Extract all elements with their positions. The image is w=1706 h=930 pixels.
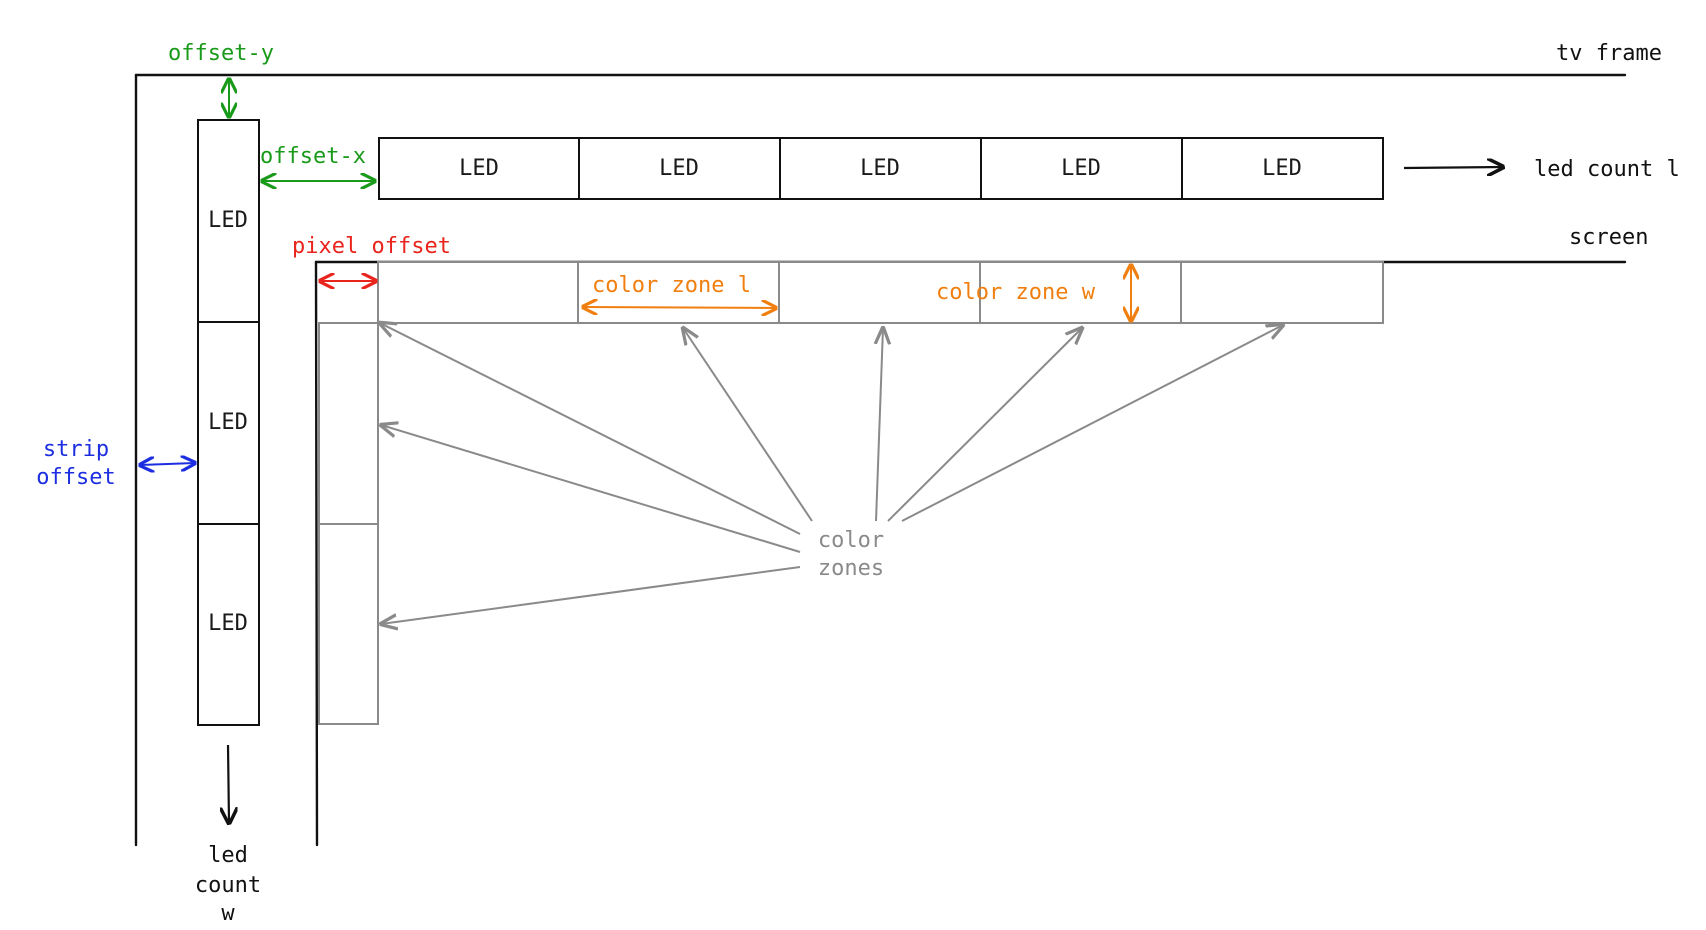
color-zone: [377, 261, 579, 324]
led-cell: LED: [197, 119, 260, 323]
led-cell: LED: [1181, 137, 1384, 200]
led-label: LED: [459, 156, 499, 181]
led-count-w-label-line3: w: [221, 901, 235, 926]
color-zone-l-arrow: [583, 307, 776, 308]
led-cell: LED: [378, 137, 580, 200]
color-zone: [1180, 261, 1384, 324]
offset-y-label: offset-y: [168, 41, 274, 66]
color-zones-label-line2: zones: [818, 556, 884, 581]
side-led-strip: LED LED LED: [197, 119, 260, 726]
tv-frame: [134, 73, 1627, 847]
led-cell: LED: [197, 321, 260, 525]
strip-offset-arrow: [140, 463, 195, 465]
strip-offset-label-line2: offset: [36, 465, 115, 490]
screen-border: [314, 260, 1627, 847]
led-count-w-label-line2: count: [195, 873, 261, 898]
led-label: LED: [208, 208, 248, 233]
pixel-offset-label: pixel offset: [292, 234, 451, 259]
led-label: LED: [208, 611, 248, 636]
led-cell: LED: [578, 137, 781, 200]
led-count-w-arrow: [228, 744, 229, 823]
color-zone-l-label: color zone l: [592, 273, 751, 298]
led-label: LED: [1061, 156, 1101, 181]
top-color-zones: [377, 261, 1384, 324]
led-count-w-label-line1: led: [208, 843, 248, 868]
color-zone: [979, 261, 1182, 324]
led-label: LED: [659, 156, 699, 181]
led-label: LED: [208, 410, 248, 435]
led-count-l-label: led count l: [1534, 157, 1680, 182]
color-zone: [318, 523, 379, 725]
color-zones-label-line1: color: [818, 528, 884, 553]
color-zone: [778, 261, 981, 324]
tv-frame-label: tv frame: [1556, 41, 1662, 66]
screen-label: screen: [1569, 225, 1648, 250]
top-led-strip: LED LED LED LED LED: [378, 137, 1384, 200]
color-zone-w-label: color zone w: [936, 280, 1096, 305]
left-color-zones: [318, 322, 379, 725]
led-cell: LED: [197, 523, 260, 726]
color-zone: [318, 322, 379, 525]
led-label: LED: [860, 156, 900, 181]
color-zones-pointers: [380, 323, 1283, 624]
led-count-l-arrow: [1403, 167, 1503, 168]
led-cell: LED: [980, 137, 1183, 200]
led-cell: LED: [779, 137, 982, 200]
strip-offset-label-line1: strip: [43, 437, 109, 462]
offset-x-label: offset-x: [260, 144, 366, 169]
led-label: LED: [1262, 156, 1302, 181]
